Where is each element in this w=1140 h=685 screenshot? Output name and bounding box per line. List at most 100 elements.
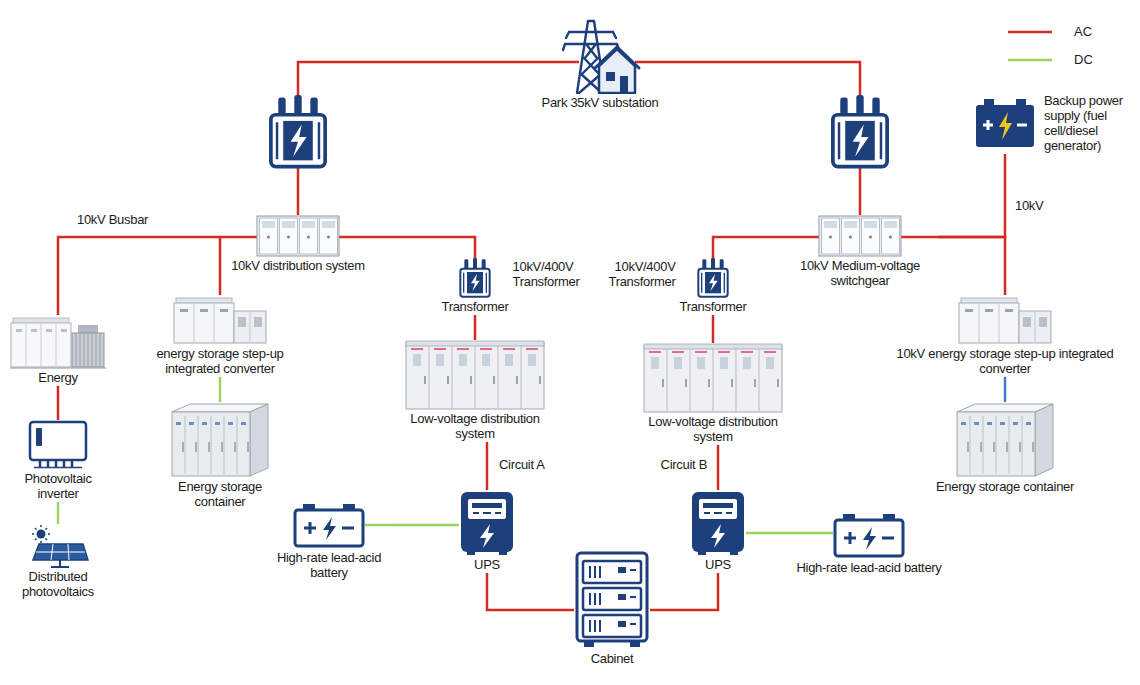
- equipment-node: Park 35kV substation: [535, 16, 665, 111]
- equipment-label: UPS: [705, 556, 731, 573]
- busbar-label: 10kV Busbar: [75, 213, 150, 228]
- power-line: [650, 573, 718, 610]
- equipment-node: Backup power supply (fuel cell/diesel ge…: [974, 92, 1132, 154]
- equipment-icon: [459, 490, 515, 556]
- transformer-symbol: [833, 95, 887, 167]
- equipment-node: 10kV Medium-voltage switchgear: [782, 215, 938, 289]
- power-line: [219, 237, 222, 295]
- equipment-node: Low-voltage distribution system: [400, 340, 550, 442]
- equipment-symbol: [976, 99, 1034, 147]
- equipment-node: Energy storage container: [165, 402, 275, 510]
- equipment-label: energy storage step-up integrated conver…: [145, 345, 295, 377]
- equipment-icon: [458, 258, 492, 298]
- equipment-label: High-rate lead-acid battery: [796, 559, 941, 576]
- equipment-label: 10kV energy storage step-up integrated c…: [883, 345, 1128, 377]
- equipment-node: Energy: [10, 315, 106, 386]
- power-line: [57, 502, 60, 524]
- equipment-symbol: [32, 525, 88, 567]
- equipment-symbol: [692, 492, 744, 555]
- equipment-symbol: [957, 404, 1053, 476]
- equipment-label: Backup power supply (fuel cell/diesel ge…: [1044, 92, 1132, 154]
- equipment-icon: [974, 95, 1036, 151]
- legend-item: DC: [1008, 52, 1093, 67]
- equipment-icon: [220, 215, 376, 257]
- equipment-label: 10kV distribution system: [231, 257, 365, 274]
- equipment-label: UPS: [474, 556, 500, 573]
- power-line: [665, 62, 860, 215]
- equipment-label: Energy storage container: [165, 478, 275, 510]
- equipment-label: Park 35kV substation: [542, 94, 659, 111]
- equipment-symbol: [406, 341, 544, 409]
- equipment-icon: [957, 295, 1053, 345]
- equipment-label: High-rate lead-acid battery: [269, 549, 389, 581]
- equipment-label: Transformer: [680, 298, 747, 315]
- equipment-symbol: [535, 21, 665, 93]
- equipment-label: Distributed photovoltaics: [11, 568, 106, 600]
- legend-line-sample: [1008, 54, 1052, 66]
- equipment-node: 10kV/400V TransformerTransformer: [442, 258, 587, 315]
- equipment-node: UPS: [690, 490, 746, 573]
- equipment-node: 10kV/400V TransformerTransformer: [602, 258, 747, 315]
- equipment-icon: [269, 503, 389, 549]
- equipment-icon: [170, 402, 270, 478]
- equipment-symbol: [644, 344, 782, 412]
- equipment-node: Distributed photovoltaics: [11, 524, 106, 600]
- power-line: [376, 237, 475, 258]
- equipment-icon: [27, 524, 89, 568]
- equipment-label: Low-voltage distribution system: [638, 413, 788, 445]
- equipment-node: Energy storage container: [936, 402, 1074, 495]
- legend-line-sample: [1008, 26, 1052, 38]
- equipment-icon: [574, 550, 650, 650]
- legend-line: [1008, 58, 1052, 61]
- equipment-label: 10kV/400V Transformer: [602, 258, 676, 290]
- equipment-node: High-rate lead-acid battery: [784, 513, 954, 576]
- equipment-icon: [535, 16, 665, 94]
- circuit-label: 10kV: [1013, 199, 1045, 214]
- equipment-icon: [784, 513, 954, 559]
- equipment-label: Cabinet: [591, 650, 634, 667]
- circuit-label: Circuit A: [497, 458, 547, 473]
- power-line: [1004, 377, 1007, 402]
- equipment-icon: [405, 340, 545, 410]
- equipment-node: Low-voltage distribution system: [638, 343, 788, 445]
- equipment-node: High-rate lead-acid battery: [269, 503, 389, 581]
- equipment-label: Photovoltaic inverter: [13, 470, 103, 502]
- equipment-symbol: [172, 404, 268, 476]
- equipment-node: UPS: [459, 490, 515, 573]
- equipment-symbol: [959, 298, 1051, 343]
- power-line: [486, 442, 489, 490]
- equipment-icon: [24, 420, 92, 470]
- equipment-symbol: [784, 514, 903, 556]
- equipment-symbol: [10, 318, 106, 368]
- power-line: [938, 237, 1005, 295]
- power-line: [487, 573, 574, 610]
- power-line: [746, 532, 784, 535]
- equipment-symbol: [698, 258, 727, 297]
- power-line: [938, 154, 1005, 237]
- equipment-symbol: [782, 216, 938, 256]
- power-line: [298, 62, 535, 215]
- legend-text: DC: [1074, 52, 1093, 67]
- equipment-symbol: [460, 258, 489, 297]
- circuit-label: Circuit B: [659, 458, 709, 473]
- equipment-node: 10kV energy storage step-up integrated c…: [883, 295, 1128, 377]
- equipment-node: Photovoltaic inverter: [13, 420, 103, 502]
- equipment-label: Low-voltage distribution system: [400, 410, 550, 442]
- equipment-symbol: [577, 553, 647, 647]
- equipment-symbol: [220, 216, 376, 256]
- equipment-icon: [696, 258, 730, 298]
- equipment-icon: [172, 295, 268, 345]
- equipment-node: Cabinet: [574, 550, 650, 667]
- power-line: [57, 386, 60, 420]
- equipment-node: energy storage step-up integrated conver…: [145, 295, 295, 377]
- equipment-symbol: [174, 298, 266, 343]
- equipment-icon: [10, 315, 106, 369]
- equipment-node: 10kV distribution system: [220, 215, 376, 274]
- legend-line: [1008, 30, 1052, 33]
- equipment-symbol: [30, 422, 86, 468]
- legend-item: AC: [1008, 24, 1092, 39]
- equipment-label: 10kV/400V Transformer: [513, 258, 587, 290]
- equipment-label: 10kV Medium-voltage switchgear: [790, 257, 930, 289]
- equipment-label: Energy storage container: [936, 478, 1074, 495]
- equipment-symbol: [295, 504, 389, 546]
